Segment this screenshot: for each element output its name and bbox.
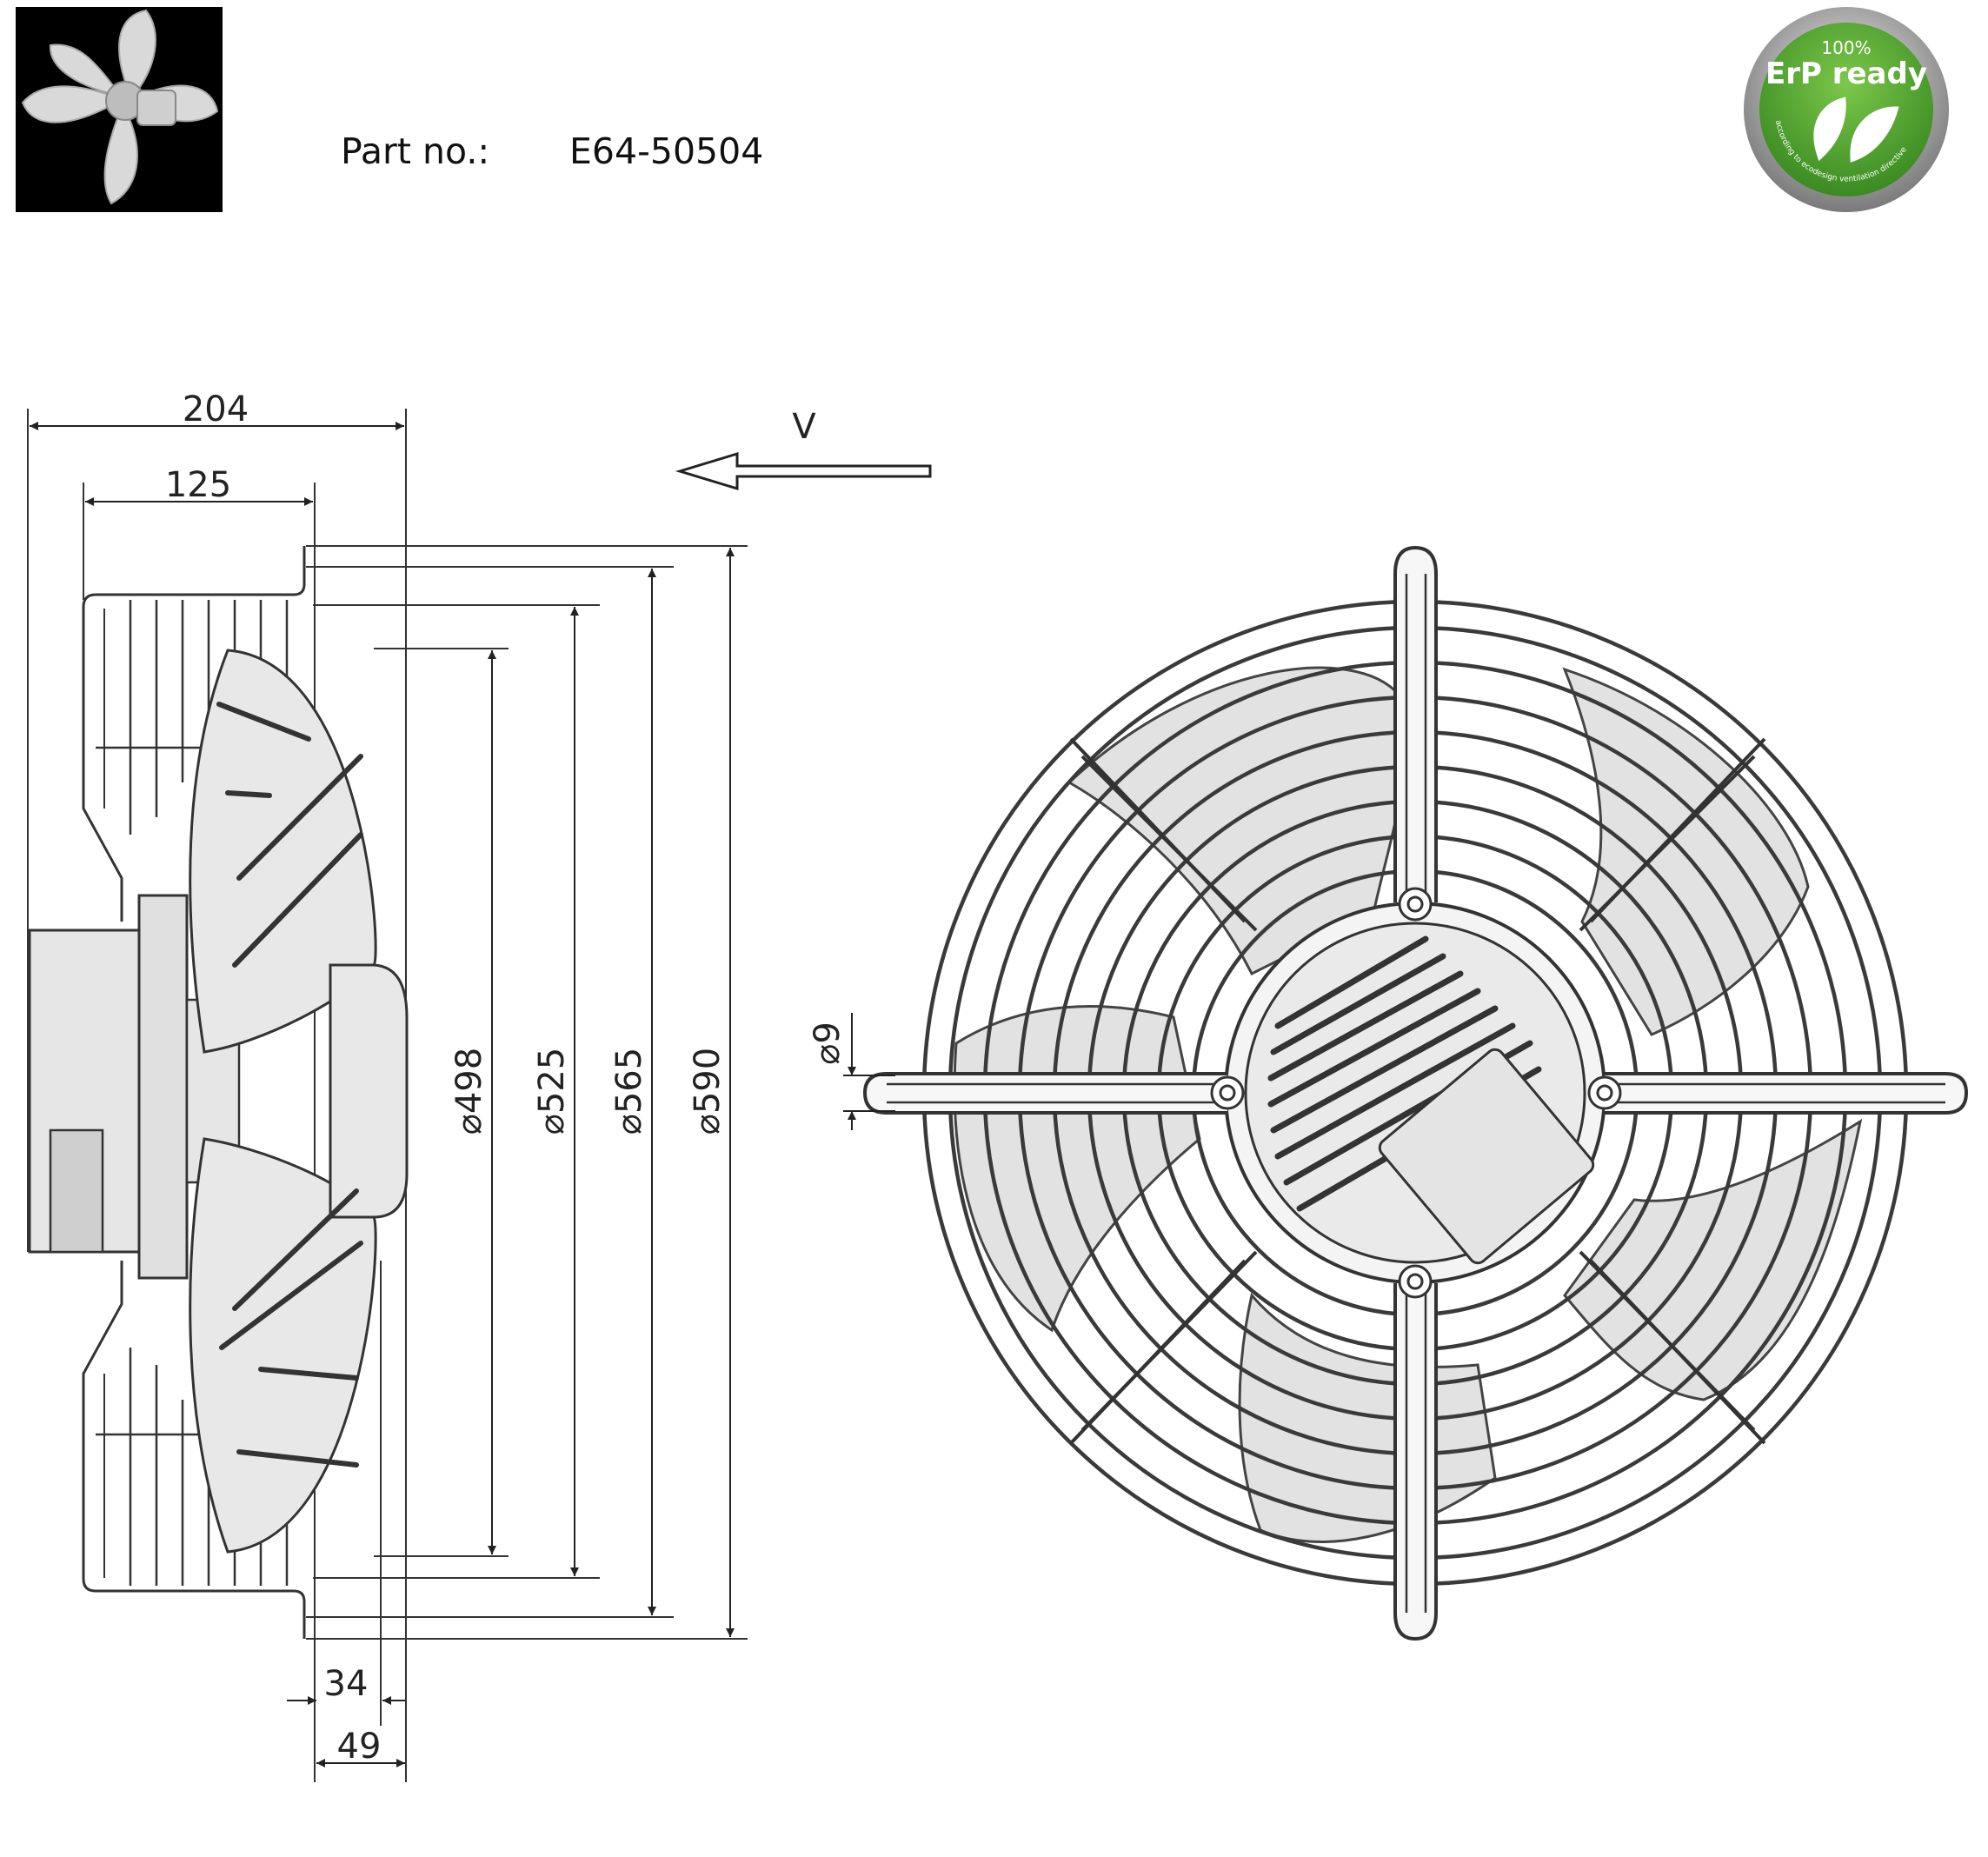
dim-hole-9: ⌀9	[808, 1022, 848, 1065]
dim-offset-b: 49	[337, 1727, 382, 1767]
side-view	[27, 409, 748, 1782]
dim-total-width: 204	[183, 389, 249, 429]
dim-dia-565: ⌀565	[609, 1048, 649, 1135]
dim-offset-a: 34	[324, 1664, 369, 1704]
leaf-icon	[1813, 97, 1899, 163]
dim-dia-590: ⌀590	[688, 1048, 728, 1135]
airflow-label: V	[792, 407, 816, 447]
front-view	[862, 545, 1969, 1641]
arrow-left-icon	[675, 451, 932, 491]
dim-dia-525: ⌀525	[532, 1048, 572, 1135]
hole-dimension	[843, 1013, 895, 1130]
badge-main-text: ErP ready	[1765, 57, 1927, 91]
side-dimensions	[30, 422, 735, 1767]
dim-guard-width: 125	[165, 465, 231, 505]
badge-disc	[1759, 23, 1933, 196]
erp-ready-badge: 100% ErP ready according to ecodesign ve…	[1740, 3, 1953, 216]
dim-dia-498: ⌀498	[449, 1048, 489, 1135]
fan-impeller-icon	[16, 7, 223, 212]
part-number-label: Part no.:	[341, 130, 490, 172]
badge-top-text: 100%	[1821, 37, 1871, 58]
product-thumbnail	[16, 7, 223, 212]
part-number-value: E64-50504	[569, 130, 764, 172]
